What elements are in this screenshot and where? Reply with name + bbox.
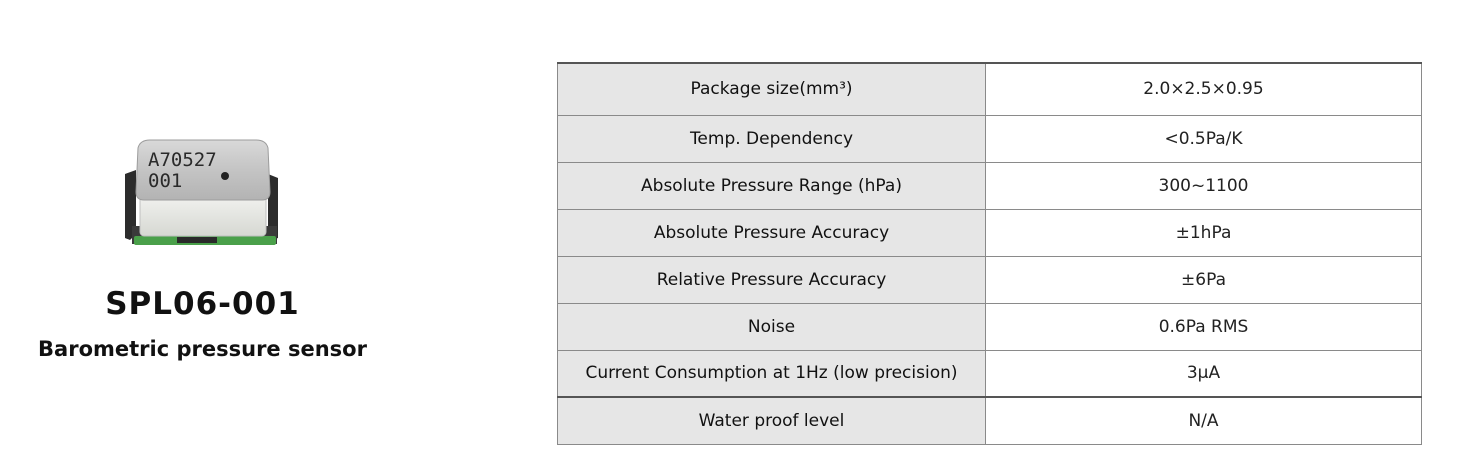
table-row: Water proof level N/A xyxy=(557,396,1422,445)
spec-label: Absolute Pressure Range (hPa) xyxy=(557,161,986,210)
chip-marking-line1: A70527 xyxy=(148,149,217,171)
spec-value: ±6Pa xyxy=(985,255,1422,304)
spec-label: Package size(mm³) xyxy=(557,62,986,116)
spec-label: Absolute Pressure Accuracy xyxy=(557,208,986,257)
sensor-port-hole xyxy=(221,172,229,180)
spec-label: Temp. Dependency xyxy=(557,114,986,163)
spec-label: Current Consumption at 1Hz (low precisio… xyxy=(557,349,986,398)
spec-value: N/A xyxy=(985,396,1422,445)
spec-value: 3μA xyxy=(985,349,1422,398)
table-row: Absolute Pressure Accuracy ±1hPa xyxy=(557,208,1422,257)
table-row: Absolute Pressure Range (hPa) 300~1100 xyxy=(557,161,1422,210)
spec-value: 2.0×2.5×0.95 xyxy=(985,62,1422,116)
spec-label: Water proof level xyxy=(557,396,986,445)
product-panel: A70527 001 SPL06-001 Barometric pressure… xyxy=(0,0,405,475)
sensor-chip-graphic: A70527 001 xyxy=(125,139,278,245)
spec-value: 0.6Pa RMS xyxy=(985,302,1422,351)
table-row: Noise 0.6Pa RMS xyxy=(557,302,1422,351)
table-row: Current Consumption at 1Hz (low precisio… xyxy=(557,349,1422,398)
table-row: Temp. Dependency <0.5Pa/K xyxy=(557,114,1422,163)
chip-marking-line2: 001 xyxy=(148,170,182,192)
product-subtitle: Barometric pressure sensor xyxy=(38,337,367,361)
product-name: SPL06-001 xyxy=(105,286,300,322)
table-row: Relative Pressure Accuracy ±6Pa xyxy=(557,255,1422,304)
table-row: Package size(mm³) 2.0×2.5×0.95 xyxy=(557,62,1422,116)
spec-table: Package size(mm³) 2.0×2.5×0.95 Temp. Dep… xyxy=(557,62,1422,445)
spec-value: ±1hPa xyxy=(985,208,1422,257)
spec-label: Relative Pressure Accuracy xyxy=(557,255,986,304)
spec-value: 300~1100 xyxy=(985,161,1422,210)
sensor-chip-image: A70527 001 xyxy=(122,134,282,249)
spec-value: <0.5Pa/K xyxy=(985,114,1422,163)
spec-label: Noise xyxy=(557,302,986,351)
